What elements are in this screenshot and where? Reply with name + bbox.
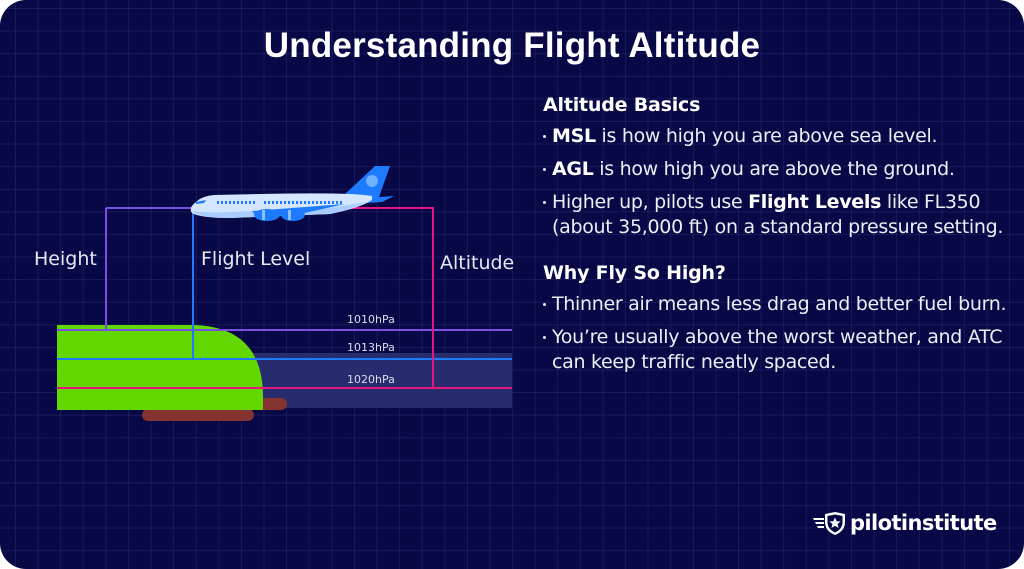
bullet-list: MSL is how high you are above sea level.… xyxy=(543,124,1013,240)
bullet-agl: AGL is how high you are above the ground… xyxy=(543,157,1013,182)
section-heading: Altitude Basics xyxy=(543,94,701,116)
bullet-flight-levels: Higher up, pilots use Flight Levels like… xyxy=(543,190,1013,240)
pressure-label-1010: 1010hPa xyxy=(347,313,395,326)
bullet-list: Thinner air means less drag and better f… xyxy=(543,292,1013,375)
bullet-text: You’re usually above the worst weather, … xyxy=(552,326,1003,373)
section-heading: Why Fly So High? xyxy=(543,262,726,284)
bullet-msl: MSL is how high you are above sea level. xyxy=(543,124,1013,149)
pressure-band xyxy=(250,353,512,408)
bullet-weather-atc: You’re usually above the worst weather, … xyxy=(543,325,1013,375)
altitude-diagram: Height Flight Level Altitude 1010hPa 101… xyxy=(34,166,515,421)
bullet-text: Thinner air means less drag and better f… xyxy=(552,293,1007,315)
altitude-diagram-graphic xyxy=(57,166,512,421)
term-flight-levels: Flight Levels xyxy=(748,191,882,213)
soil-bar-lower xyxy=(142,409,254,421)
page-title: Understanding Flight Altitude xyxy=(263,26,761,65)
section-why-fly-high: Why Fly So High? Thinner air means less … xyxy=(543,262,1013,375)
bullet-text: is how high you are above sea level. xyxy=(595,125,938,147)
bullet-text-pre: Higher up, pilots use xyxy=(552,191,749,213)
term-agl: AGL xyxy=(552,158,594,180)
pressure-label-1013: 1013hPa xyxy=(347,341,395,354)
info-panel: Altitude Basics MSL is how high you are … xyxy=(543,94,1013,383)
logo-text: pilotinstitute xyxy=(850,511,997,535)
bullet-text: like FL350 (about 35,000 ft) on a standa… xyxy=(552,191,1004,238)
flight-level-label: Flight Level xyxy=(201,248,311,270)
altitude-label: Altitude xyxy=(440,252,515,274)
height-label: Height xyxy=(34,248,97,270)
airplane-icon xyxy=(190,166,394,221)
bullet-text: is how high you are above the ground. xyxy=(593,158,955,180)
section-altitude-basics: Altitude Basics MSL is how high you are … xyxy=(543,94,1013,240)
term-msl: MSL xyxy=(552,125,596,147)
winged-shield-star-icon xyxy=(813,512,845,535)
bullet-thinner-air: Thinner air means less drag and better f… xyxy=(543,292,1013,317)
pressure-label-1020: 1020hPa xyxy=(347,373,395,386)
pilotinstitute-logo: pilotinstitute xyxy=(812,510,997,536)
terrain xyxy=(57,325,263,410)
